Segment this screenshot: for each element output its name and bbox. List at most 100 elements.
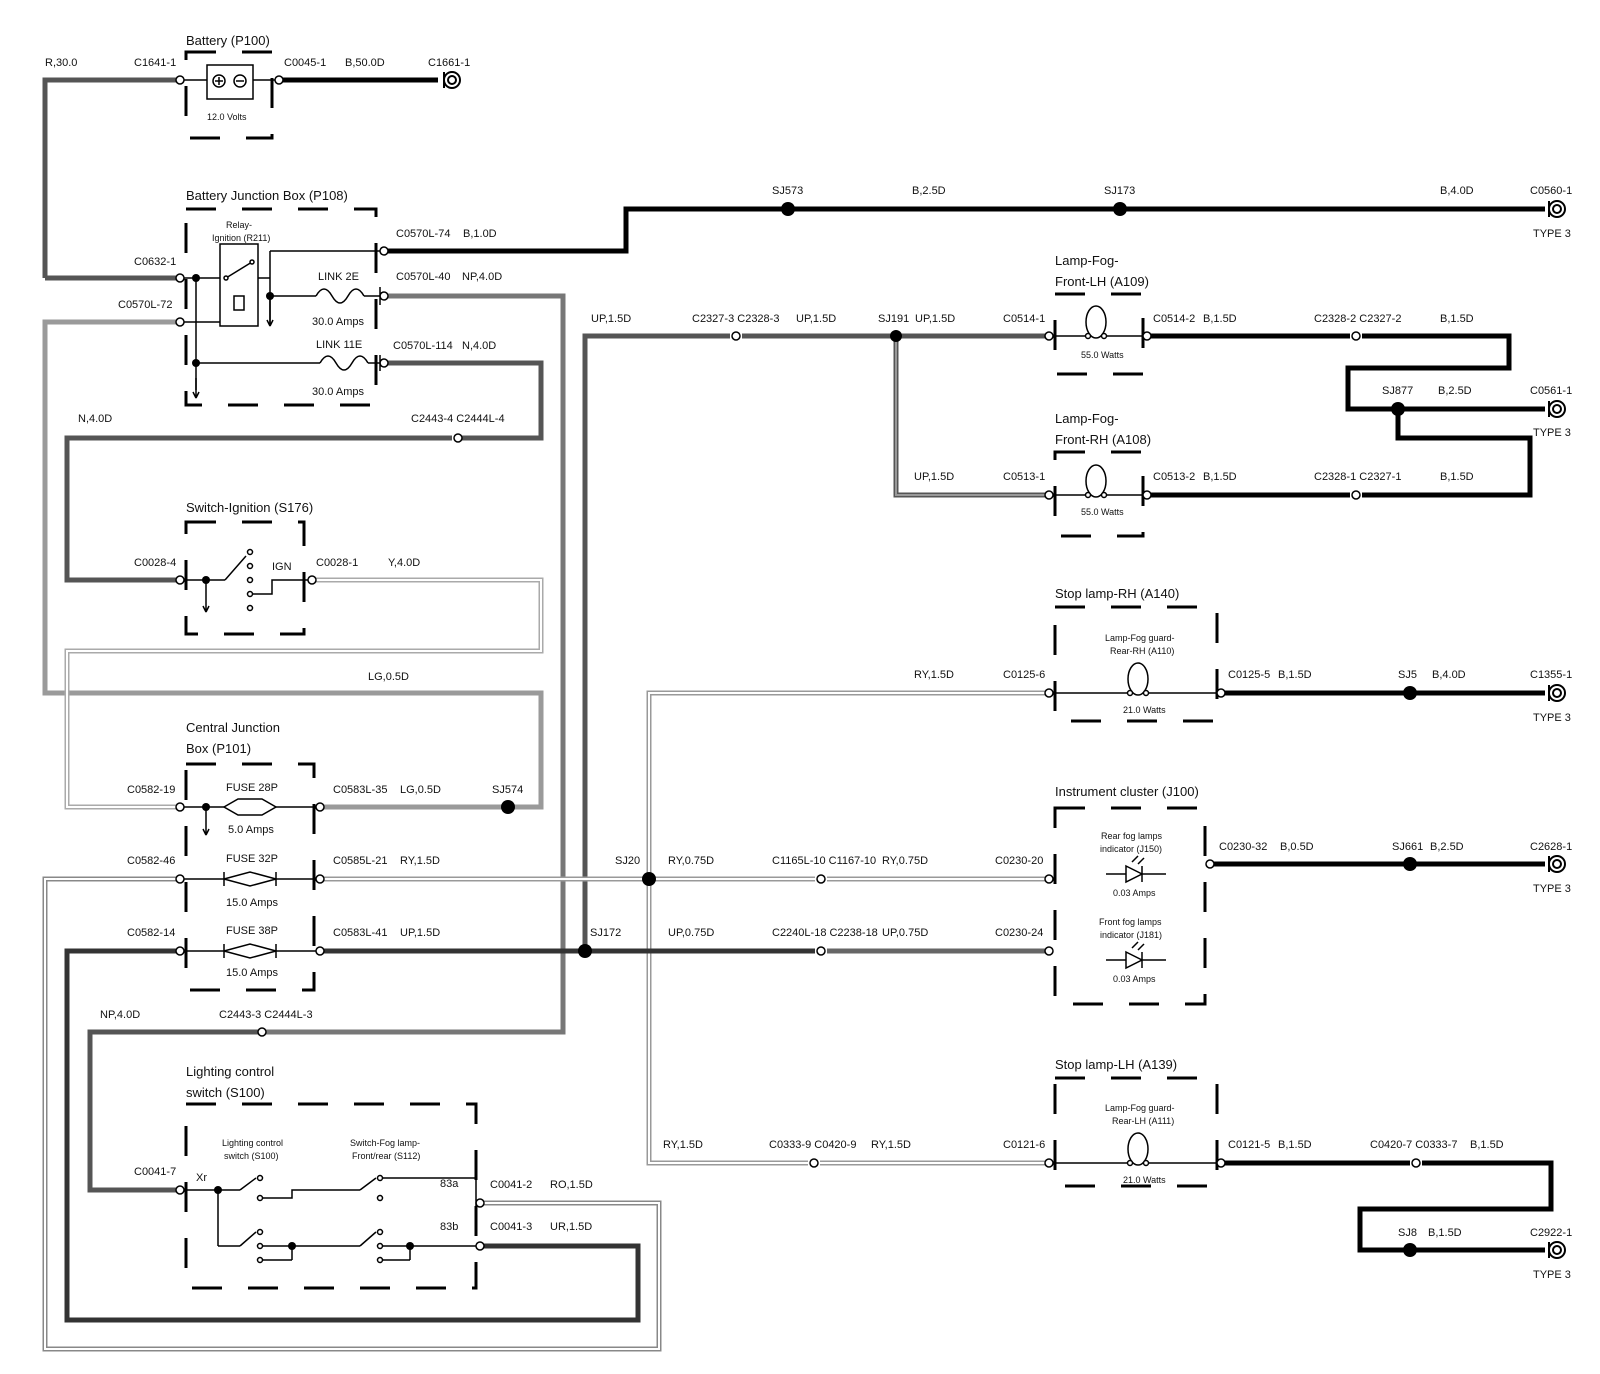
label-c0420-7: C0420-7 C0333-7 <box>1370 1139 1457 1151</box>
bjb-box <box>184 207 378 407</box>
wire-up-loop <box>64 948 641 1323</box>
switch-ign-pos: IGN <box>272 561 292 573</box>
fuse-38p-label: FUSE 38P <box>226 925 278 937</box>
label-c0513-2: C0513-2 <box>1153 471 1195 483</box>
lcs-inner-b1: Switch-Fog lamp- <box>350 1138 420 1148</box>
label-sj173: SJ173 <box>1104 185 1135 197</box>
ground-c0561-icon <box>1548 400 1566 418</box>
bjb-internals <box>184 243 381 399</box>
link-11e-symbol <box>319 355 369 371</box>
connector-c2328-2 <box>1351 331 1361 341</box>
connector-c0230-24 <box>1044 946 1054 956</box>
label-c2628: C2628-1 <box>1530 841 1572 853</box>
fuse-32p-symbol <box>223 871 277 887</box>
label-b15a: B,1.5D <box>1203 313 1237 325</box>
label-b15e: B,1.5D <box>1278 669 1312 681</box>
label-type3d: TYPE 3 <box>1533 883 1571 895</box>
fuse-28p-label: FUSE 28P <box>226 782 278 794</box>
connector-c0420-7 <box>1411 1158 1421 1168</box>
label-sj574: SJ574 <box>492 784 523 796</box>
splice-sj661 <box>1403 857 1417 871</box>
wire-lg-bjb <box>42 319 544 810</box>
label-c0230-20: C0230-20 <box>995 855 1043 867</box>
label-lg05b: LG,0.5D <box>400 784 441 796</box>
lcs-node-c <box>406 1242 414 1250</box>
label-c0514-2: C0514-2 <box>1153 313 1195 325</box>
label-c2328-2: C2328-2 C2327-2 <box>1314 313 1401 325</box>
connector-c0125-5 <box>1216 688 1226 698</box>
label-c0230-24: C0230-24 <box>995 927 1043 939</box>
label-c0632: C0632-1 <box>134 256 176 268</box>
connector-c0570l40 <box>379 291 389 301</box>
lcs-node-b <box>288 1242 296 1250</box>
cjb-internals <box>184 798 316 959</box>
stop-lh-rating: 21.0 Watts <box>1123 1175 1166 1185</box>
wire-fog-lh-gnd2 <box>1345 333 1545 412</box>
fuse-28p-rating: 5.0 Amps <box>228 824 274 836</box>
connector-c0041-3 <box>475 1241 485 1251</box>
battery-rating: 12.0 Volts <box>207 112 247 122</box>
label-c0583l41: C0583L-41 <box>333 927 387 939</box>
label-up075a: UP,0.75D <box>668 927 714 939</box>
label-c0028-1: C0028-1 <box>316 557 358 569</box>
relay-ignition <box>219 243 259 327</box>
bjb-node-c <box>192 359 200 367</box>
component-titles: Battery (P100) 12.0 Volts Battery Juncti… <box>186 33 1199 1233</box>
lcs-title-1: Lighting control <box>186 1064 274 1079</box>
rear-fog-indicator-icon <box>1106 855 1166 884</box>
label-c1165: C1165L-10 C1167-10 <box>772 855 876 867</box>
splice-sj20 <box>642 872 656 886</box>
label-c0230-32: C0230-32 <box>1219 841 1267 853</box>
label-c0333-9: C0333-9 C0420-9 <box>769 1139 856 1151</box>
label-c0121-5: C0121-5 <box>1228 1139 1270 1151</box>
wire-np40 <box>266 293 566 1035</box>
label-sj8: SJ8 <box>1398 1227 1417 1239</box>
label-ro15: RO,1.5D <box>550 1179 593 1191</box>
label-b25a: B,2.5D <box>912 185 946 197</box>
wire-ry-stop-rh <box>646 690 1045 879</box>
label-c2240: C2240L-18 C2238-18 <box>772 927 878 939</box>
splice-sj172 <box>578 944 592 958</box>
label-b15h: B,1.5D <box>1428 1227 1462 1239</box>
label-b500: B,50.0D <box>345 57 385 69</box>
connector-c0121-6 <box>1044 1158 1054 1168</box>
label-up15b: UP,1.5D <box>796 313 836 325</box>
label-b15g: B,1.5D <box>1470 1139 1504 1151</box>
fog-rh-lamp-icon <box>1053 464 1143 499</box>
label-b40a: B,4.0D <box>1440 185 1474 197</box>
label-c0583l35: C0583L-35 <box>333 784 387 796</box>
label-c0570l74: C0570L-74 <box>396 228 450 240</box>
label-type3e: TYPE 3 <box>1533 1269 1571 1281</box>
label-ry15d: RY,1.5D <box>871 1139 911 1151</box>
battery-title: Battery (P100) <box>186 33 270 48</box>
label-y40: Y,4.0D <box>388 557 420 569</box>
connector-c0570l72 <box>175 317 185 327</box>
wire-y40-inner <box>66 579 542 808</box>
label-type3b: TYPE 3 <box>1533 427 1571 439</box>
label-c0582-19: C0582-19 <box>127 784 175 796</box>
ground-terminals <box>443 71 1566 1259</box>
stop-rh-inner-2: Rear-RH (A110) <box>1110 646 1174 656</box>
lcs-inner-a1: Lighting control <box>222 1138 283 1148</box>
cluster-ind-a-rating: 0.03 Amps <box>1113 888 1156 898</box>
switch-ign-title: Switch-Ignition (S176) <box>186 500 313 515</box>
label-c0041-3: C0041-3 <box>490 1221 532 1233</box>
label-sj5: SJ5 <box>1398 669 1417 681</box>
cluster-ind-a2: indicator (J150) <box>1100 844 1162 854</box>
battery-box <box>184 50 274 140</box>
label-c0561: C0561-1 <box>1530 385 1572 397</box>
connector-c2327-3 <box>731 331 741 341</box>
label-up15a: UP,1.5D <box>591 313 631 325</box>
stop-lh-inner-1: Lamp-Fog guard- <box>1105 1103 1175 1113</box>
label-b05: B,0.5D <box>1280 841 1314 853</box>
label-n40a: N,4.0D <box>462 340 496 352</box>
label-lg05a: LG,0.5D <box>368 671 409 683</box>
label-c1641: C1641-1 <box>134 57 176 69</box>
wire-up-vertical <box>582 333 730 951</box>
label-up15d: UP,1.5D <box>914 471 954 483</box>
link-2e-rating: 30.0 Amps <box>312 316 364 328</box>
label-c0121-6: C0121-6 <box>1003 1139 1045 1151</box>
label-np40b: NP,4.0D <box>100 1009 140 1021</box>
label-c0570l72: C0570L-72 <box>118 299 172 311</box>
splice-points <box>501 202 1417 1257</box>
